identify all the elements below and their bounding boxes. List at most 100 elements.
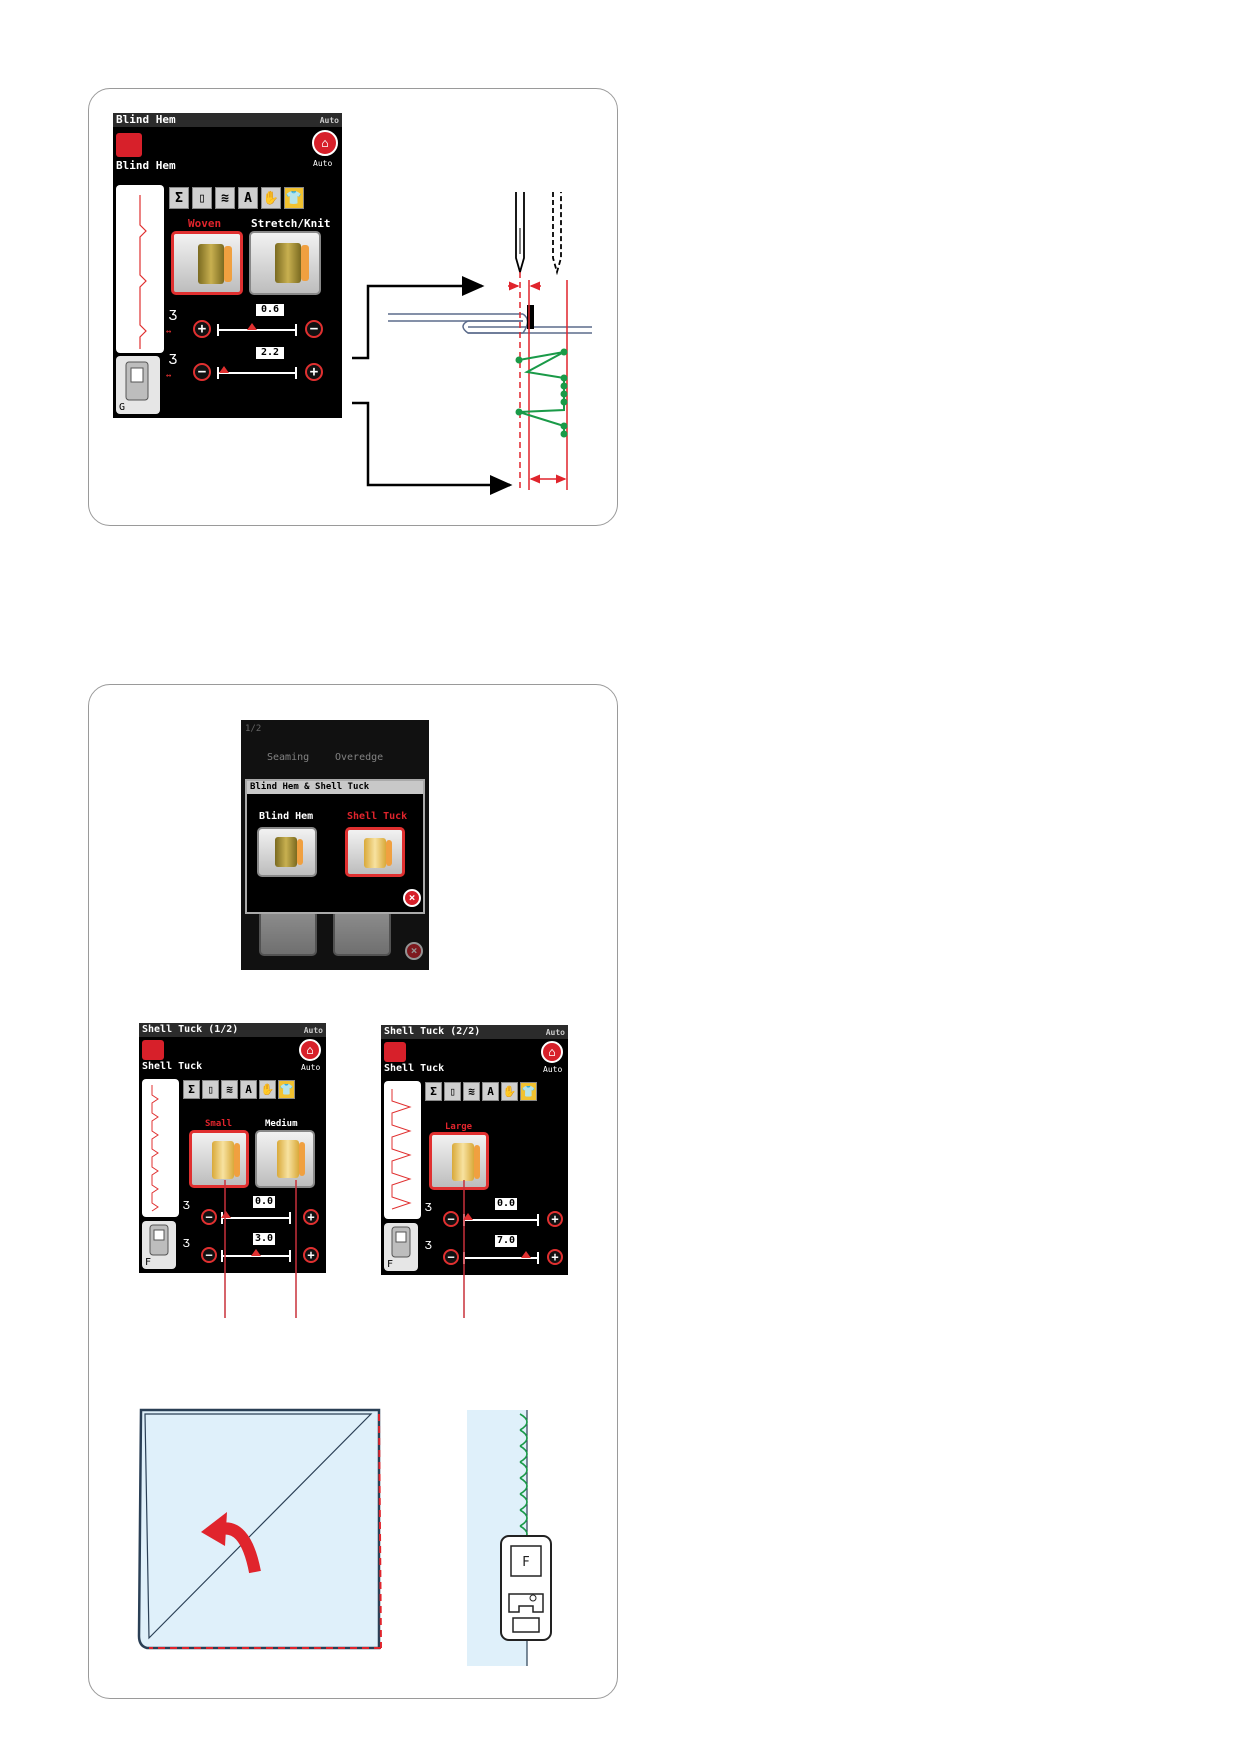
category-garment-icon[interactable]: 👕 — [520, 1082, 537, 1101]
setting1-minus-button[interactable]: − — [443, 1211, 459, 1227]
presser-foot-icon — [391, 1226, 411, 1258]
needle-position-icon: Ʒ — [425, 1201, 432, 1214]
pattern-name: Shell Tuck — [384, 1063, 445, 1074]
setting2-value: 2.2 — [256, 347, 284, 359]
dialog: Blind Hem & Shell Tuck Blind Hem Shell T… — [245, 779, 425, 914]
category-decorative-icon[interactable]: ≋ — [463, 1082, 480, 1101]
setting2-minus-button[interactable]: − — [443, 1249, 459, 1265]
setting2-minus-button[interactable]: − — [193, 363, 211, 381]
category-hand-icon[interactable]: ✋ — [261, 187, 281, 209]
category-letters-icon[interactable]: A — [238, 187, 258, 209]
setting2-slider[interactable] — [217, 366, 297, 379]
back-option-2 — [333, 910, 391, 956]
presser-foot-indicator[interactable]: G — [116, 356, 160, 414]
category-garment-icon[interactable]: 👕 — [284, 187, 304, 209]
category-buttonhole-icon[interactable]: ▯ — [202, 1080, 219, 1099]
option-woven-button[interactable] — [171, 231, 243, 295]
setting1-slider[interactable] — [221, 1211, 291, 1224]
category-letters-icon[interactable]: A — [240, 1080, 257, 1099]
category-decorative-icon[interactable]: ≋ — [221, 1080, 238, 1099]
shell-tuck-stitch-preview — [151, 1085, 159, 1212]
pattern-icon[interactable] — [142, 1040, 164, 1060]
home-icon[interactable]: ⌂ — [299, 1039, 321, 1061]
setting2-minus-button[interactable]: − — [201, 1247, 217, 1263]
setting2-thumb[interactable] — [219, 366, 229, 373]
pattern-name: Shell Tuck — [142, 1061, 203, 1072]
presser-foot-icon — [125, 361, 149, 401]
category-utility-icon[interactable]: Σ — [169, 187, 189, 209]
setting1-plus-button[interactable]: + — [547, 1211, 563, 1227]
screen-title: Shell Tuck (2/2) — [384, 1026, 481, 1037]
option-small-button[interactable] — [189, 1130, 249, 1188]
setting1-plus-button[interactable]: + — [303, 1209, 319, 1225]
setting2-slider[interactable] — [221, 1249, 291, 1262]
stitch-preview — [384, 1081, 421, 1219]
option-stretch-button[interactable] — [249, 231, 321, 295]
dialog-title: Blind Hem & Shell Tuck — [247, 781, 423, 794]
home-icon[interactable]: ⌂ — [541, 1041, 563, 1063]
setting1-value: 0.0 — [495, 1198, 517, 1210]
stitch-width-icon: Ʒ — [425, 1239, 432, 1252]
category-decorative-icon[interactable]: ≋ — [215, 187, 235, 209]
stitch-width-icon: Ʒ — [169, 353, 177, 368]
option-small-label: Small — [205, 1119, 233, 1129]
option-stretch-label: Stretch/Knit — [251, 217, 331, 230]
pattern-name: Blind Hem — [116, 159, 176, 172]
stitch-width-icon: Ʒ — [183, 1237, 190, 1250]
needle-position-icon: Ʒ — [169, 309, 177, 324]
back-title: 1/2 — [245, 724, 262, 734]
option-large-button[interactable] — [429, 1132, 489, 1190]
status-auto: Auto — [303, 1026, 323, 1035]
dialog-close-button[interactable]: × — [403, 889, 421, 907]
needle-position-icon: Ʒ — [183, 1199, 190, 1212]
foot-letter: G — [119, 402, 126, 413]
category-hand-icon[interactable]: ✋ — [501, 1082, 518, 1101]
auto-thread-cutter-label: Auto — [313, 159, 333, 168]
setting1-plus-button[interactable]: + — [193, 320, 211, 338]
presser-foot-indicator[interactable]: F — [384, 1223, 418, 1271]
setting1-thumb[interactable] — [463, 1213, 473, 1220]
setting1-value: 0.0 — [253, 1196, 275, 1208]
presser-foot-indicator[interactable]: F — [142, 1221, 176, 1269]
category-letters-icon[interactable]: A — [482, 1082, 499, 1101]
shell-tuck-screen-2: Shell Tuck (2/2)Auto Shell Tuck ⌂ Auto Σ… — [381, 1025, 568, 1275]
option-large-label: Large — [445, 1122, 473, 1132]
pattern-icon[interactable] — [116, 133, 142, 157]
category-utility-icon[interactable]: Σ — [425, 1082, 442, 1101]
dialog-blind-hem-button[interactable] — [257, 827, 317, 877]
setting2-thumb[interactable] — [521, 1251, 531, 1258]
option-medium-label: Medium — [265, 1119, 298, 1129]
category-buttonhole-icon[interactable]: ▯ — [444, 1082, 461, 1101]
category-icons: Σ ▯ ≋ A ✋ 👕 — [425, 1082, 537, 1101]
blind-hem-stitch-preview — [139, 195, 147, 349]
option-medium-button[interactable] — [255, 1130, 315, 1188]
stitch-width-arrows: ↔ — [166, 371, 172, 381]
category-utility-icon[interactable]: Σ — [183, 1080, 200, 1099]
setting2-plus-button[interactable]: + — [305, 363, 323, 381]
dialog-shell-tuck-button[interactable] — [345, 827, 405, 877]
back-close-button: × — [405, 942, 423, 960]
setting1-slider[interactable] — [217, 323, 297, 336]
setting2-plus-button[interactable]: + — [303, 1247, 319, 1263]
shell-tuck-sewing-diagram: F — [467, 1410, 552, 1666]
shell-tuck-large-stitch-preview — [391, 1089, 412, 1210]
home-icon[interactable]: ⌂ — [312, 130, 338, 156]
setting2-thumb[interactable] — [251, 1249, 261, 1256]
category-garment-icon[interactable]: 👕 — [278, 1080, 295, 1099]
category-hand-icon[interactable]: ✋ — [259, 1080, 276, 1099]
category-icons: Σ ▯ ≋ A ✋ 👕 — [183, 1080, 295, 1099]
setting1-minus-button[interactable]: − — [201, 1209, 217, 1225]
category-icons: Σ ▯ ≋ A ✋ 👕 — [169, 187, 304, 209]
needle-position-arrows: ↔ — [166, 327, 172, 337]
setting1-thumb[interactable] — [247, 323, 257, 330]
auto-thread-cutter-label: Auto — [543, 1065, 563, 1074]
setting1-minus-button[interactable]: − — [305, 320, 323, 338]
option-woven-label: Woven — [188, 217, 222, 230]
needle-position-diagram — [352, 192, 592, 495]
category-buttonhole-icon[interactable]: ▯ — [192, 187, 212, 209]
setting2-plus-button[interactable]: + — [547, 1249, 563, 1265]
pattern-icon[interactable] — [384, 1042, 406, 1062]
setting1-thumb[interactable] — [221, 1211, 231, 1218]
